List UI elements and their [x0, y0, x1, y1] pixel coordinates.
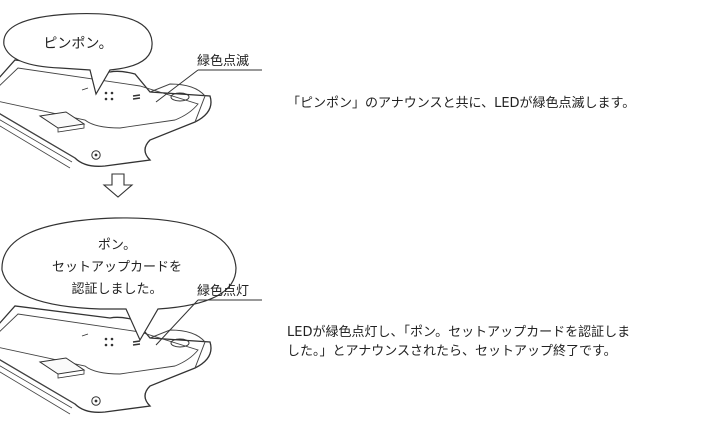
device-illustration-step2	[0, 305, 212, 415]
step1-description: 「ピンポン」のアナウンスと共に、LEDが緑色点滅します。	[287, 96, 636, 111]
speech-line-3-step2: 認証しました。	[71, 281, 162, 297]
led-label-step1: 緑色点滅	[197, 53, 249, 69]
speech-bubble-step1: ピンポン。	[3, 12, 153, 96]
step2-description-line-1: LEDが緑色点灯し、「ポン。セットアップカードを認証しま	[287, 325, 631, 340]
step2-description-line-2: した。」とアナウンスされたら、セットアップ終了です。	[287, 344, 617, 359]
speech-line-1-step2: ポン。	[98, 238, 136, 253]
speech-text-step1: ピンポン。	[43, 36, 112, 52]
speech-line-2-step2: セットアップカードを	[52, 260, 182, 275]
led-callout-step2: 緑色点灯	[155, 283, 262, 346]
led-callout-step1: 緑色点滅	[155, 53, 262, 103]
speech-bubble-step2: ポン。 セットアップカードを 認証しました。	[1, 217, 237, 342]
step2-description: LEDが緑色点灯し、「ポン。セットアップカードを認証しま した。」とアナウンスさ…	[287, 323, 687, 361]
down-arrow-icon	[102, 173, 134, 198]
led-label-step2: 緑色点灯	[197, 283, 249, 299]
